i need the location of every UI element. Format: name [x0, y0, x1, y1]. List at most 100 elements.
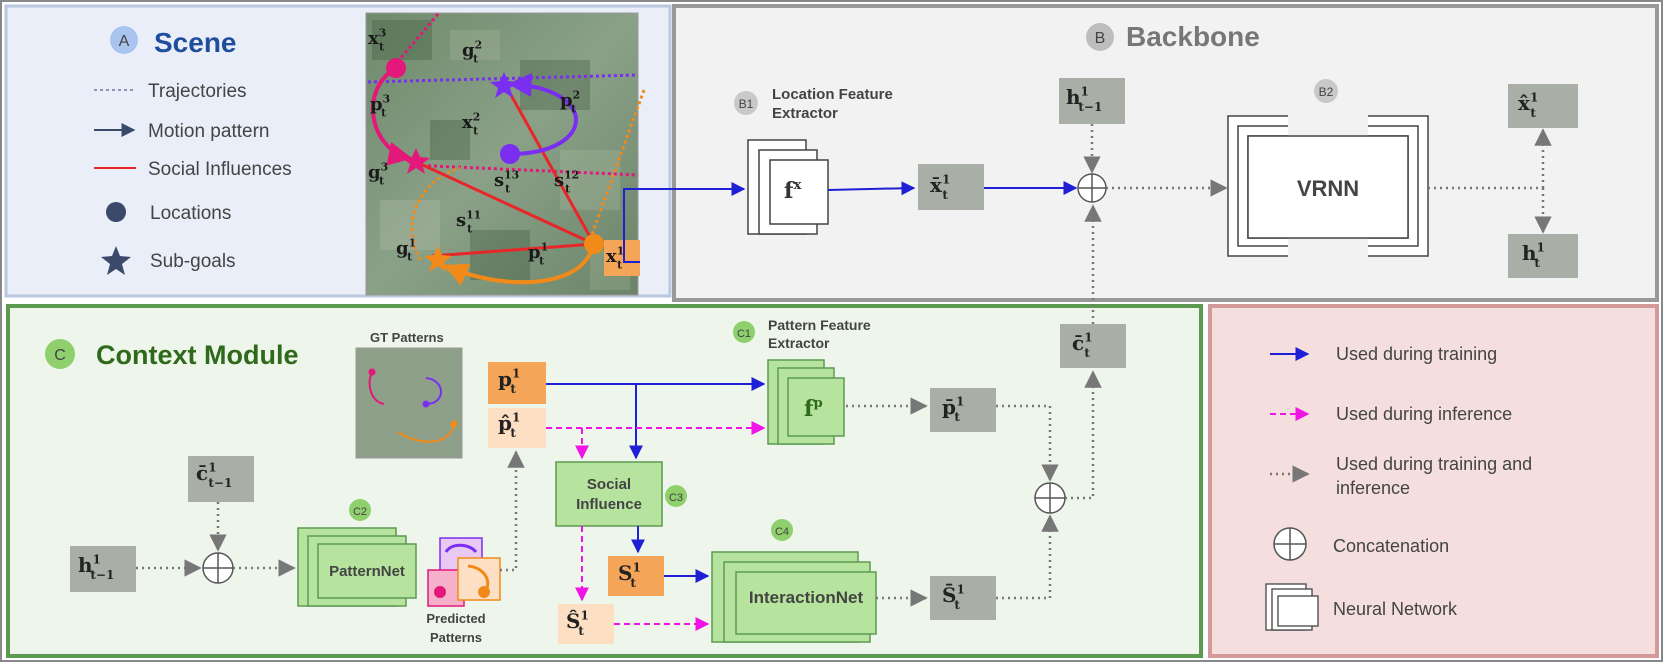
fp-label: fp — [804, 396, 823, 422]
c2-badge: C2 — [353, 506, 367, 518]
motion-pattern-1 — [443, 247, 594, 286]
c4-badge-circle — [771, 519, 793, 541]
legend-both-line2: inference — [1336, 478, 1410, 498]
trajectory-1 — [588, 89, 646, 241]
gt-patterns-label: GT Patterns — [370, 330, 444, 345]
legend-locations: Locations — [150, 203, 231, 224]
motion-pattern-2 — [507, 72, 578, 156]
interactionnet-label: InteractionNet — [749, 588, 864, 607]
b1-badge-circle — [734, 91, 758, 115]
subgoal-g1 — [424, 246, 452, 272]
c1-label-line2: Extractor — [768, 335, 830, 351]
b2-badge-circle — [1314, 79, 1338, 103]
xbar-box — [918, 164, 984, 210]
xhat-box — [1508, 84, 1578, 128]
arrow-scene-to-b1 — [623, 182, 746, 263]
legend-subgoals: Sub-goals — [150, 251, 236, 272]
h-box — [1508, 234, 1578, 278]
patternnet-block — [297, 527, 417, 607]
scene-panel: A Scene Trajectories Motion pattern Soci… — [4, 4, 672, 298]
context-panel: C Context Module GT Patterns C1 Pattern … — [6, 85, 1545, 658]
c1-badge-circle — [733, 321, 755, 343]
backbone-badge-circle — [1086, 23, 1114, 51]
trajectory-3 — [392, 13, 440, 67]
legend-both-line1: Used during training and — [1336, 454, 1532, 474]
vrnn-block — [1227, 110, 1429, 264]
fx-label: fx — [784, 178, 801, 204]
location-x3 — [386, 58, 406, 78]
vrnn-label: VRNN — [1297, 176, 1359, 201]
scene-badge-circle — [110, 26, 138, 54]
s-box — [608, 556, 664, 596]
legend-social: Social Influences — [148, 159, 292, 180]
cbar-box — [1060, 324, 1126, 368]
legend-nn-icon — [1265, 583, 1319, 631]
c3-badge-circle — [665, 485, 687, 507]
backbone-panel: B Backbone B1 Location Feature Extractor… — [623, 4, 1659, 302]
h-prev-ctx-box — [70, 546, 136, 592]
backbone-title: Backbone — [1126, 21, 1260, 52]
subgoals-legend-star — [101, 246, 131, 275]
b1-badge: B1 — [739, 97, 754, 111]
predicted-patterns-icon — [427, 537, 501, 607]
b1-label-line1: Location Feature — [772, 86, 893, 103]
motion-pattern-3 — [371, 66, 413, 166]
context-badge: C — [54, 347, 66, 364]
social-line-s12 — [504, 85, 596, 245]
c1-badge: C1 — [737, 328, 751, 340]
context-title: Context Module — [96, 340, 299, 370]
patternnet-label: PatternNet — [329, 563, 405, 580]
backbone-badge: B — [1095, 30, 1106, 47]
arrow-pbar-to-concat — [996, 404, 1059, 482]
predicted-label-line2: Patterns — [430, 630, 482, 645]
c3-badge: C3 — [669, 492, 683, 504]
legend-trajectories: Trajectories — [148, 81, 247, 102]
scene-title: Scene — [154, 27, 237, 58]
trajectory-3-tail — [409, 163, 639, 177]
context-badge-circle — [45, 339, 75, 369]
social-label-line2: Influence — [576, 496, 642, 513]
social-line-s13 — [411, 158, 595, 246]
b2-badge: B2 — [1319, 85, 1334, 99]
p-box — [488, 362, 546, 404]
predicted-label-line1: Predicted — [426, 611, 485, 626]
shat-box — [558, 604, 614, 644]
c1-label-line1: Pattern Feature — [768, 317, 871, 333]
legend-nn: Neural Network — [1333, 599, 1458, 619]
c4-badge: C4 — [775, 526, 789, 538]
subgoal-g3 — [402, 148, 430, 174]
gt-patterns-image — [355, 347, 463, 459]
arrow-sbar-to-concat — [996, 514, 1059, 600]
legend-training: Used during training — [1336, 344, 1497, 364]
x1-highlight — [604, 240, 640, 276]
social-influence-block — [555, 461, 663, 527]
cbar-prev-box — [188, 456, 254, 502]
pattern-feature-extractor-block — [767, 359, 845, 445]
h-prev-box — [1059, 78, 1125, 124]
arrow-fx-xbar — [827, 181, 916, 196]
social-line-s11 — [431, 242, 595, 258]
sbar-box — [930, 576, 996, 620]
